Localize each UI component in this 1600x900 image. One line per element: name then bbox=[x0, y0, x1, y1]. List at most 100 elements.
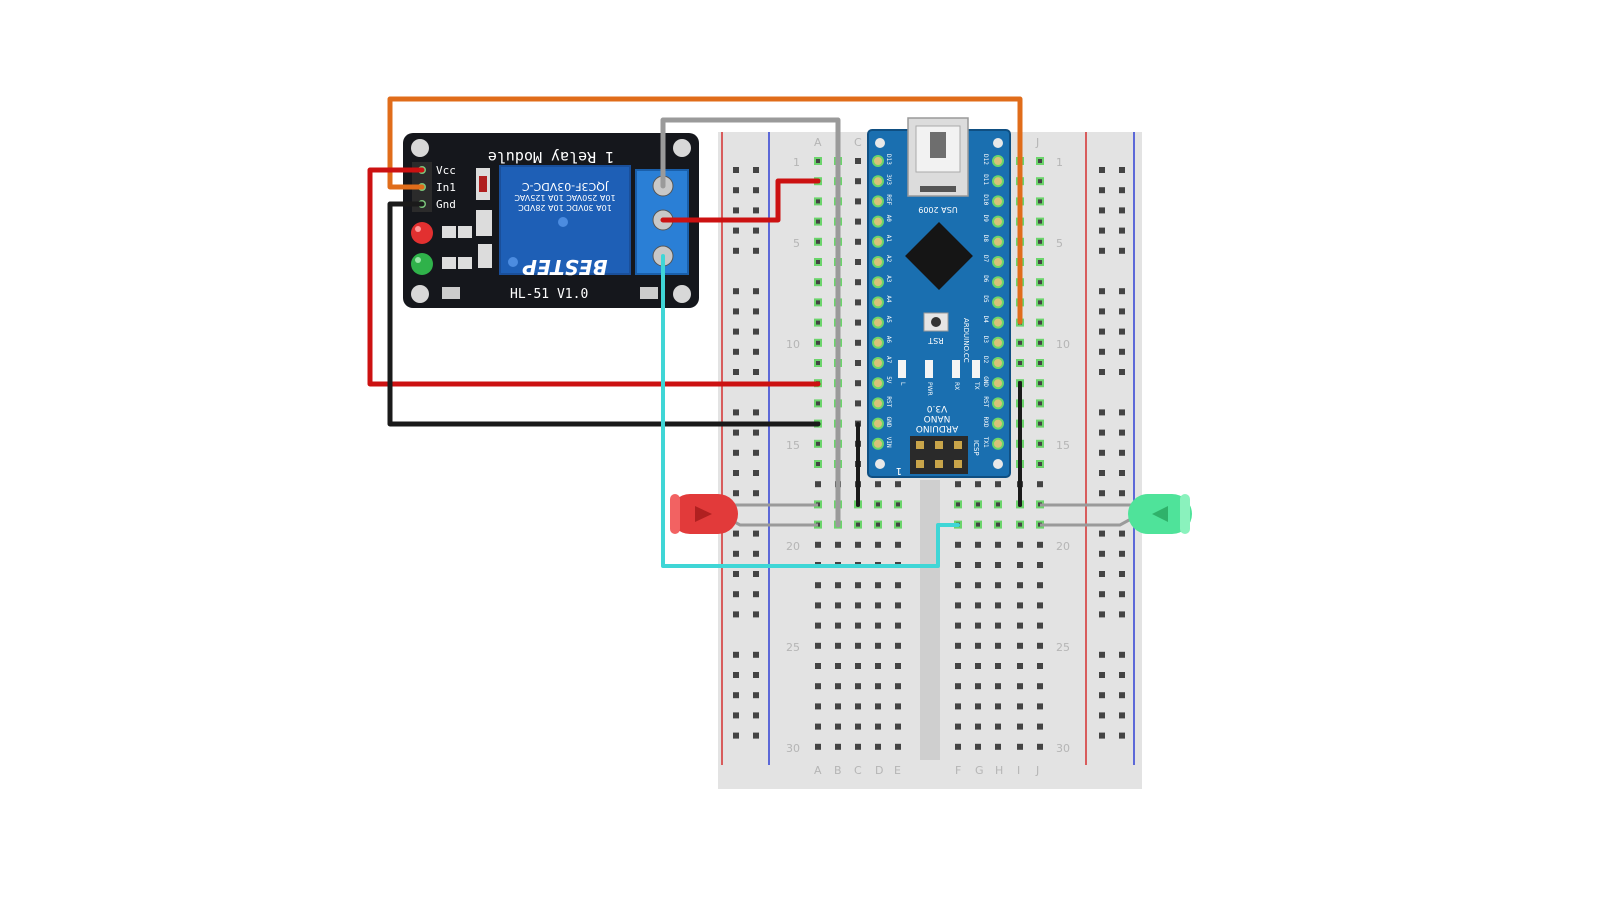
wire-red-terminal[interactable] bbox=[660, 178, 821, 223]
breadboard-hole[interactable] bbox=[855, 319, 861, 326]
rail-hole[interactable] bbox=[733, 732, 739, 739]
breadboard-hole[interactable] bbox=[894, 520, 902, 529]
nano-pin-right[interactable] bbox=[992, 276, 1004, 289]
rail-hole[interactable] bbox=[1099, 247, 1105, 254]
rail-hole[interactable] bbox=[753, 692, 759, 699]
rail-hole[interactable] bbox=[753, 490, 759, 497]
breadboard-hole[interactable] bbox=[815, 582, 821, 589]
rail-hole[interactable] bbox=[733, 288, 739, 295]
rail-hole[interactable] bbox=[753, 672, 759, 678]
breadboard-hole[interactable] bbox=[1036, 318, 1044, 327]
rail-hole[interactable] bbox=[753, 369, 759, 375]
breadboard-hole[interactable] bbox=[974, 500, 982, 509]
breadboard-hole[interactable] bbox=[855, 400, 861, 407]
rail-hole[interactable] bbox=[1099, 732, 1105, 739]
rail-hole[interactable] bbox=[1099, 470, 1105, 476]
nano-pin-left[interactable] bbox=[872, 397, 884, 410]
rail-hole[interactable] bbox=[733, 591, 739, 598]
breadboard-hole[interactable] bbox=[1037, 663, 1043, 669]
breadboard-hole[interactable] bbox=[835, 743, 841, 750]
breadboard-hole[interactable] bbox=[995, 703, 1001, 710]
breadboard-hole[interactable] bbox=[814, 359, 822, 367]
breadboard-hole[interactable] bbox=[815, 541, 821, 548]
rail-hole[interactable] bbox=[1099, 308, 1105, 315]
nano-pin-right[interactable] bbox=[992, 296, 1004, 309]
rail-hole[interactable] bbox=[753, 470, 759, 476]
breadboard-hole[interactable] bbox=[815, 642, 821, 649]
breadboard-hole[interactable] bbox=[954, 500, 962, 509]
breadboard-hole[interactable] bbox=[1017, 562, 1023, 568]
breadboard-hole[interactable] bbox=[855, 582, 861, 589]
led-green[interactable] bbox=[1040, 494, 1192, 534]
rail-hole[interactable] bbox=[733, 550, 739, 557]
rail-hole[interactable] bbox=[1099, 550, 1105, 557]
rail-hole[interactable] bbox=[1119, 591, 1125, 598]
breadboard-hole[interactable] bbox=[894, 500, 902, 509]
breadboard-hole[interactable] bbox=[855, 723, 861, 730]
breadboard-hole[interactable] bbox=[855, 238, 861, 245]
breadboard-hole[interactable] bbox=[995, 743, 1001, 750]
breadboard-hole[interactable] bbox=[814, 157, 822, 165]
breadboard-hole[interactable] bbox=[855, 259, 861, 265]
rail-hole[interactable] bbox=[1099, 429, 1105, 436]
rail-hole[interactable] bbox=[753, 449, 759, 456]
breadboard-hole[interactable] bbox=[855, 541, 861, 548]
rail-hole[interactable] bbox=[1119, 530, 1125, 537]
rail-hole[interactable] bbox=[753, 530, 759, 537]
breadboard-hole[interactable] bbox=[995, 481, 1001, 488]
breadboard-hole[interactable] bbox=[1017, 723, 1023, 730]
breadboard-hole[interactable] bbox=[1036, 399, 1044, 408]
led-red[interactable] bbox=[670, 494, 818, 534]
breadboard-hole[interactable] bbox=[835, 602, 841, 609]
rail-hole[interactable] bbox=[733, 328, 739, 335]
breadboard-hole[interactable] bbox=[835, 622, 841, 629]
rail-hole[interactable] bbox=[1099, 227, 1105, 234]
breadboard-hole[interactable] bbox=[1017, 642, 1023, 649]
breadboard-hole[interactable] bbox=[874, 500, 882, 509]
breadboard-hole[interactable] bbox=[955, 481, 961, 488]
breadboard-hole[interactable] bbox=[855, 602, 861, 609]
breadboard-hole[interactable] bbox=[955, 562, 961, 568]
breadboard-hole[interactable] bbox=[815, 703, 821, 710]
breadboard-hole[interactable] bbox=[835, 703, 841, 710]
breadboard-hole[interactable] bbox=[814, 258, 822, 266]
breadboard-hole[interactable] bbox=[1037, 481, 1043, 488]
breadboard-hole[interactable] bbox=[855, 683, 861, 690]
rail-hole[interactable] bbox=[1119, 490, 1125, 497]
breadboard-hole[interactable] bbox=[1017, 683, 1023, 690]
breadboard-hole[interactable] bbox=[1036, 338, 1044, 347]
rail-hole[interactable] bbox=[753, 288, 759, 295]
breadboard-hole[interactable] bbox=[895, 481, 901, 488]
breadboard-hole[interactable] bbox=[855, 663, 861, 669]
breadboard-hole[interactable] bbox=[1037, 582, 1043, 589]
nano-pin-right[interactable] bbox=[992, 357, 1004, 369]
breadboard-hole[interactable] bbox=[975, 723, 981, 730]
rail-hole[interactable] bbox=[1099, 328, 1105, 335]
breadboard-hole[interactable] bbox=[875, 481, 881, 488]
rail-hole[interactable] bbox=[1099, 530, 1105, 537]
rail-hole[interactable] bbox=[733, 672, 739, 678]
breadboard-hole[interactable] bbox=[815, 663, 821, 669]
rail-hole[interactable] bbox=[1119, 732, 1125, 739]
rail-hole[interactable] bbox=[733, 429, 739, 436]
breadboard-hole[interactable] bbox=[814, 399, 822, 408]
nano-pin-left[interactable] bbox=[872, 195, 884, 208]
breadboard-hole[interactable] bbox=[815, 683, 821, 690]
breadboard-hole[interactable] bbox=[875, 683, 881, 690]
rail-hole[interactable] bbox=[1119, 247, 1125, 254]
breadboard-hole[interactable] bbox=[1017, 663, 1023, 669]
breadboard-hole[interactable] bbox=[975, 602, 981, 609]
breadboard-hole[interactable] bbox=[895, 663, 901, 669]
rail-hole[interactable] bbox=[1119, 571, 1125, 577]
breadboard-hole[interactable] bbox=[854, 520, 862, 529]
rail-hole[interactable] bbox=[1099, 187, 1105, 194]
rail-hole[interactable] bbox=[1119, 207, 1125, 214]
breadboard-hole[interactable] bbox=[855, 158, 861, 164]
breadboard-hole[interactable] bbox=[835, 683, 841, 690]
rail-hole[interactable] bbox=[733, 692, 739, 699]
rail-hole[interactable] bbox=[753, 571, 759, 577]
breadboard-hole[interactable] bbox=[875, 602, 881, 609]
breadboard-hole[interactable] bbox=[814, 298, 822, 307]
rail-hole[interactable] bbox=[733, 187, 739, 194]
breadboard-hole[interactable] bbox=[1016, 338, 1024, 347]
